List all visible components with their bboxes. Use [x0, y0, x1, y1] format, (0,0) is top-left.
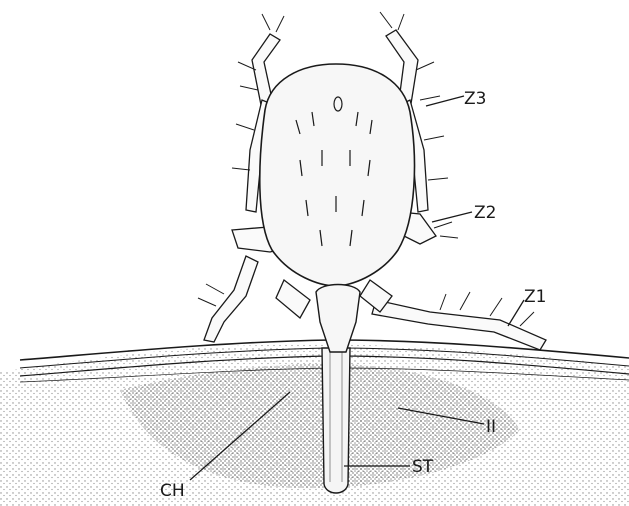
- mite-body: [198, 12, 546, 352]
- label-ii: II: [486, 417, 496, 437]
- label-z2: Z2: [474, 203, 496, 223]
- label-z1: Z1: [524, 287, 546, 307]
- leader-z1: [508, 300, 524, 326]
- stylostome-tube: [322, 348, 350, 493]
- leader-z2: [432, 212, 472, 222]
- label-ch: CH: [160, 481, 185, 501]
- label-st: ST: [412, 457, 434, 477]
- label-z3: Z3: [464, 89, 486, 109]
- mite-gnathosoma: [316, 285, 360, 353]
